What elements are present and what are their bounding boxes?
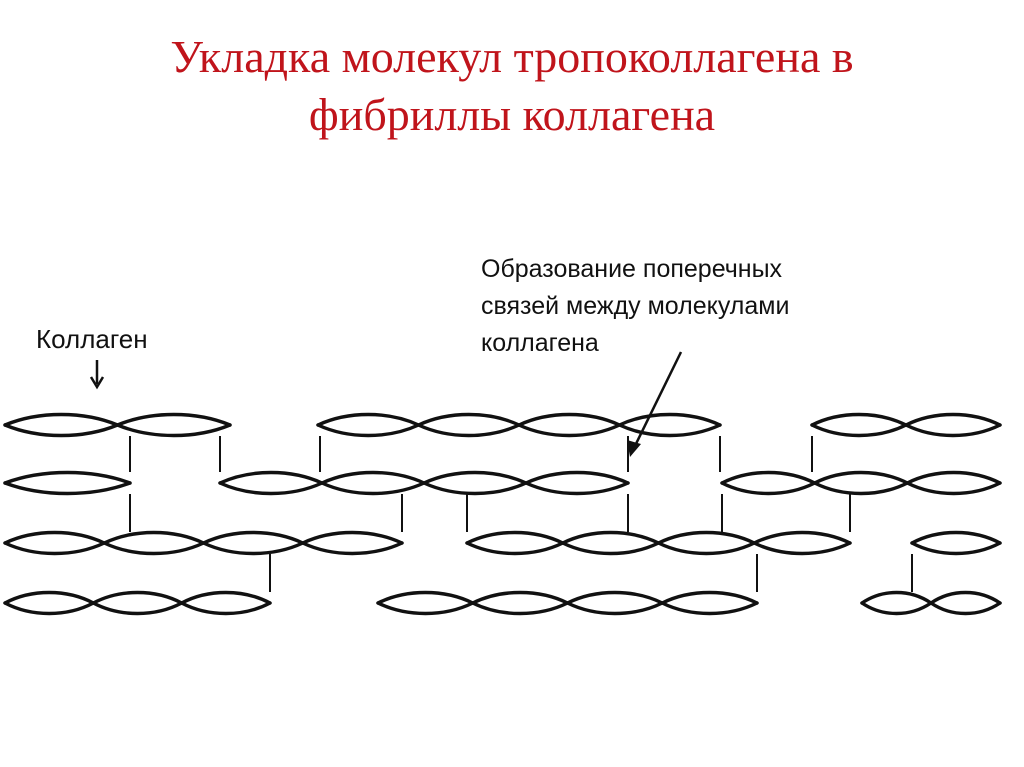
molecule-1-strand-b [316,412,722,438]
slide-title-line-2: фибриллы коллагена [308,89,716,140]
slide-title: Укладка молекул тропоколлагена в фибрилл… [0,28,1024,144]
crosslinks-label-line-3: коллагена [481,329,599,357]
collagen-label: Коллаген [36,324,148,354]
crosslinks-label-line-1: Образование поперечных [481,255,783,283]
molecule-5-strand-a [720,470,1002,496]
molecule-6-strand-b [3,530,404,556]
molecule-8-strand-a [910,530,1002,545]
molecule-3-strand-a [3,470,132,485]
molecule-9-strand-a [3,590,272,616]
cross-links [129,436,913,592]
molecule-10-strand-b [376,590,759,616]
molecule-11-strand-b [860,590,1002,616]
tropocollagen-molecules [3,412,1002,616]
crosslinks-label-line-2: связей между молекулами [481,292,789,320]
molecule-0-strand-b [3,412,232,438]
molecule-3-strand-b [3,481,132,496]
molecule-2-strand-b [810,412,1002,438]
molecule-4-strand-b [218,470,630,496]
molecule-5-strand-b [720,470,1002,496]
molecule-9-strand-b [3,590,272,616]
slide-title-line-1: Укладка молекул тропоколлагена в [170,31,854,82]
collagen-arrow [89,360,105,390]
molecule-8-strand-b [910,541,1002,556]
molecule-7-strand-b [465,530,852,556]
crosslink-pointer-arrow [627,351,683,457]
